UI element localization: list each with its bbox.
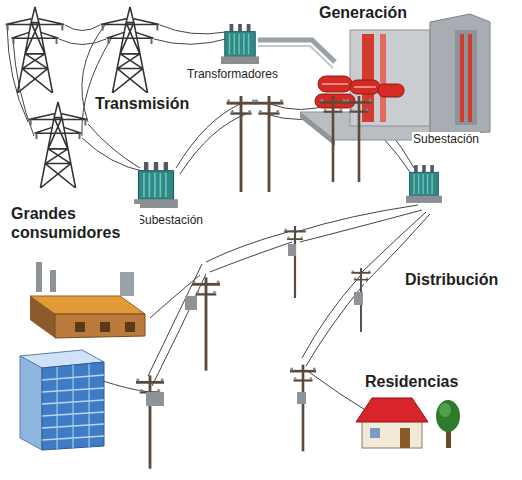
utility-pole bbox=[227, 96, 372, 192]
transformer bbox=[221, 24, 335, 68]
factory bbox=[30, 262, 145, 338]
label: Distribución bbox=[404, 270, 499, 289]
power-plant bbox=[300, 14, 490, 146]
tree bbox=[436, 400, 460, 448]
label: Subestación bbox=[136, 213, 204, 227]
substation bbox=[134, 162, 442, 208]
label: Transmisión bbox=[94, 94, 190, 113]
house bbox=[356, 398, 428, 448]
label: Grandes consumidores bbox=[10, 204, 140, 242]
distribution-pole bbox=[136, 226, 371, 469]
office-building bbox=[20, 350, 104, 450]
label: Residencias bbox=[364, 372, 459, 391]
label: Transformadores bbox=[186, 67, 279, 81]
label: Subestación bbox=[412, 132, 480, 146]
label: Generación bbox=[318, 3, 408, 22]
